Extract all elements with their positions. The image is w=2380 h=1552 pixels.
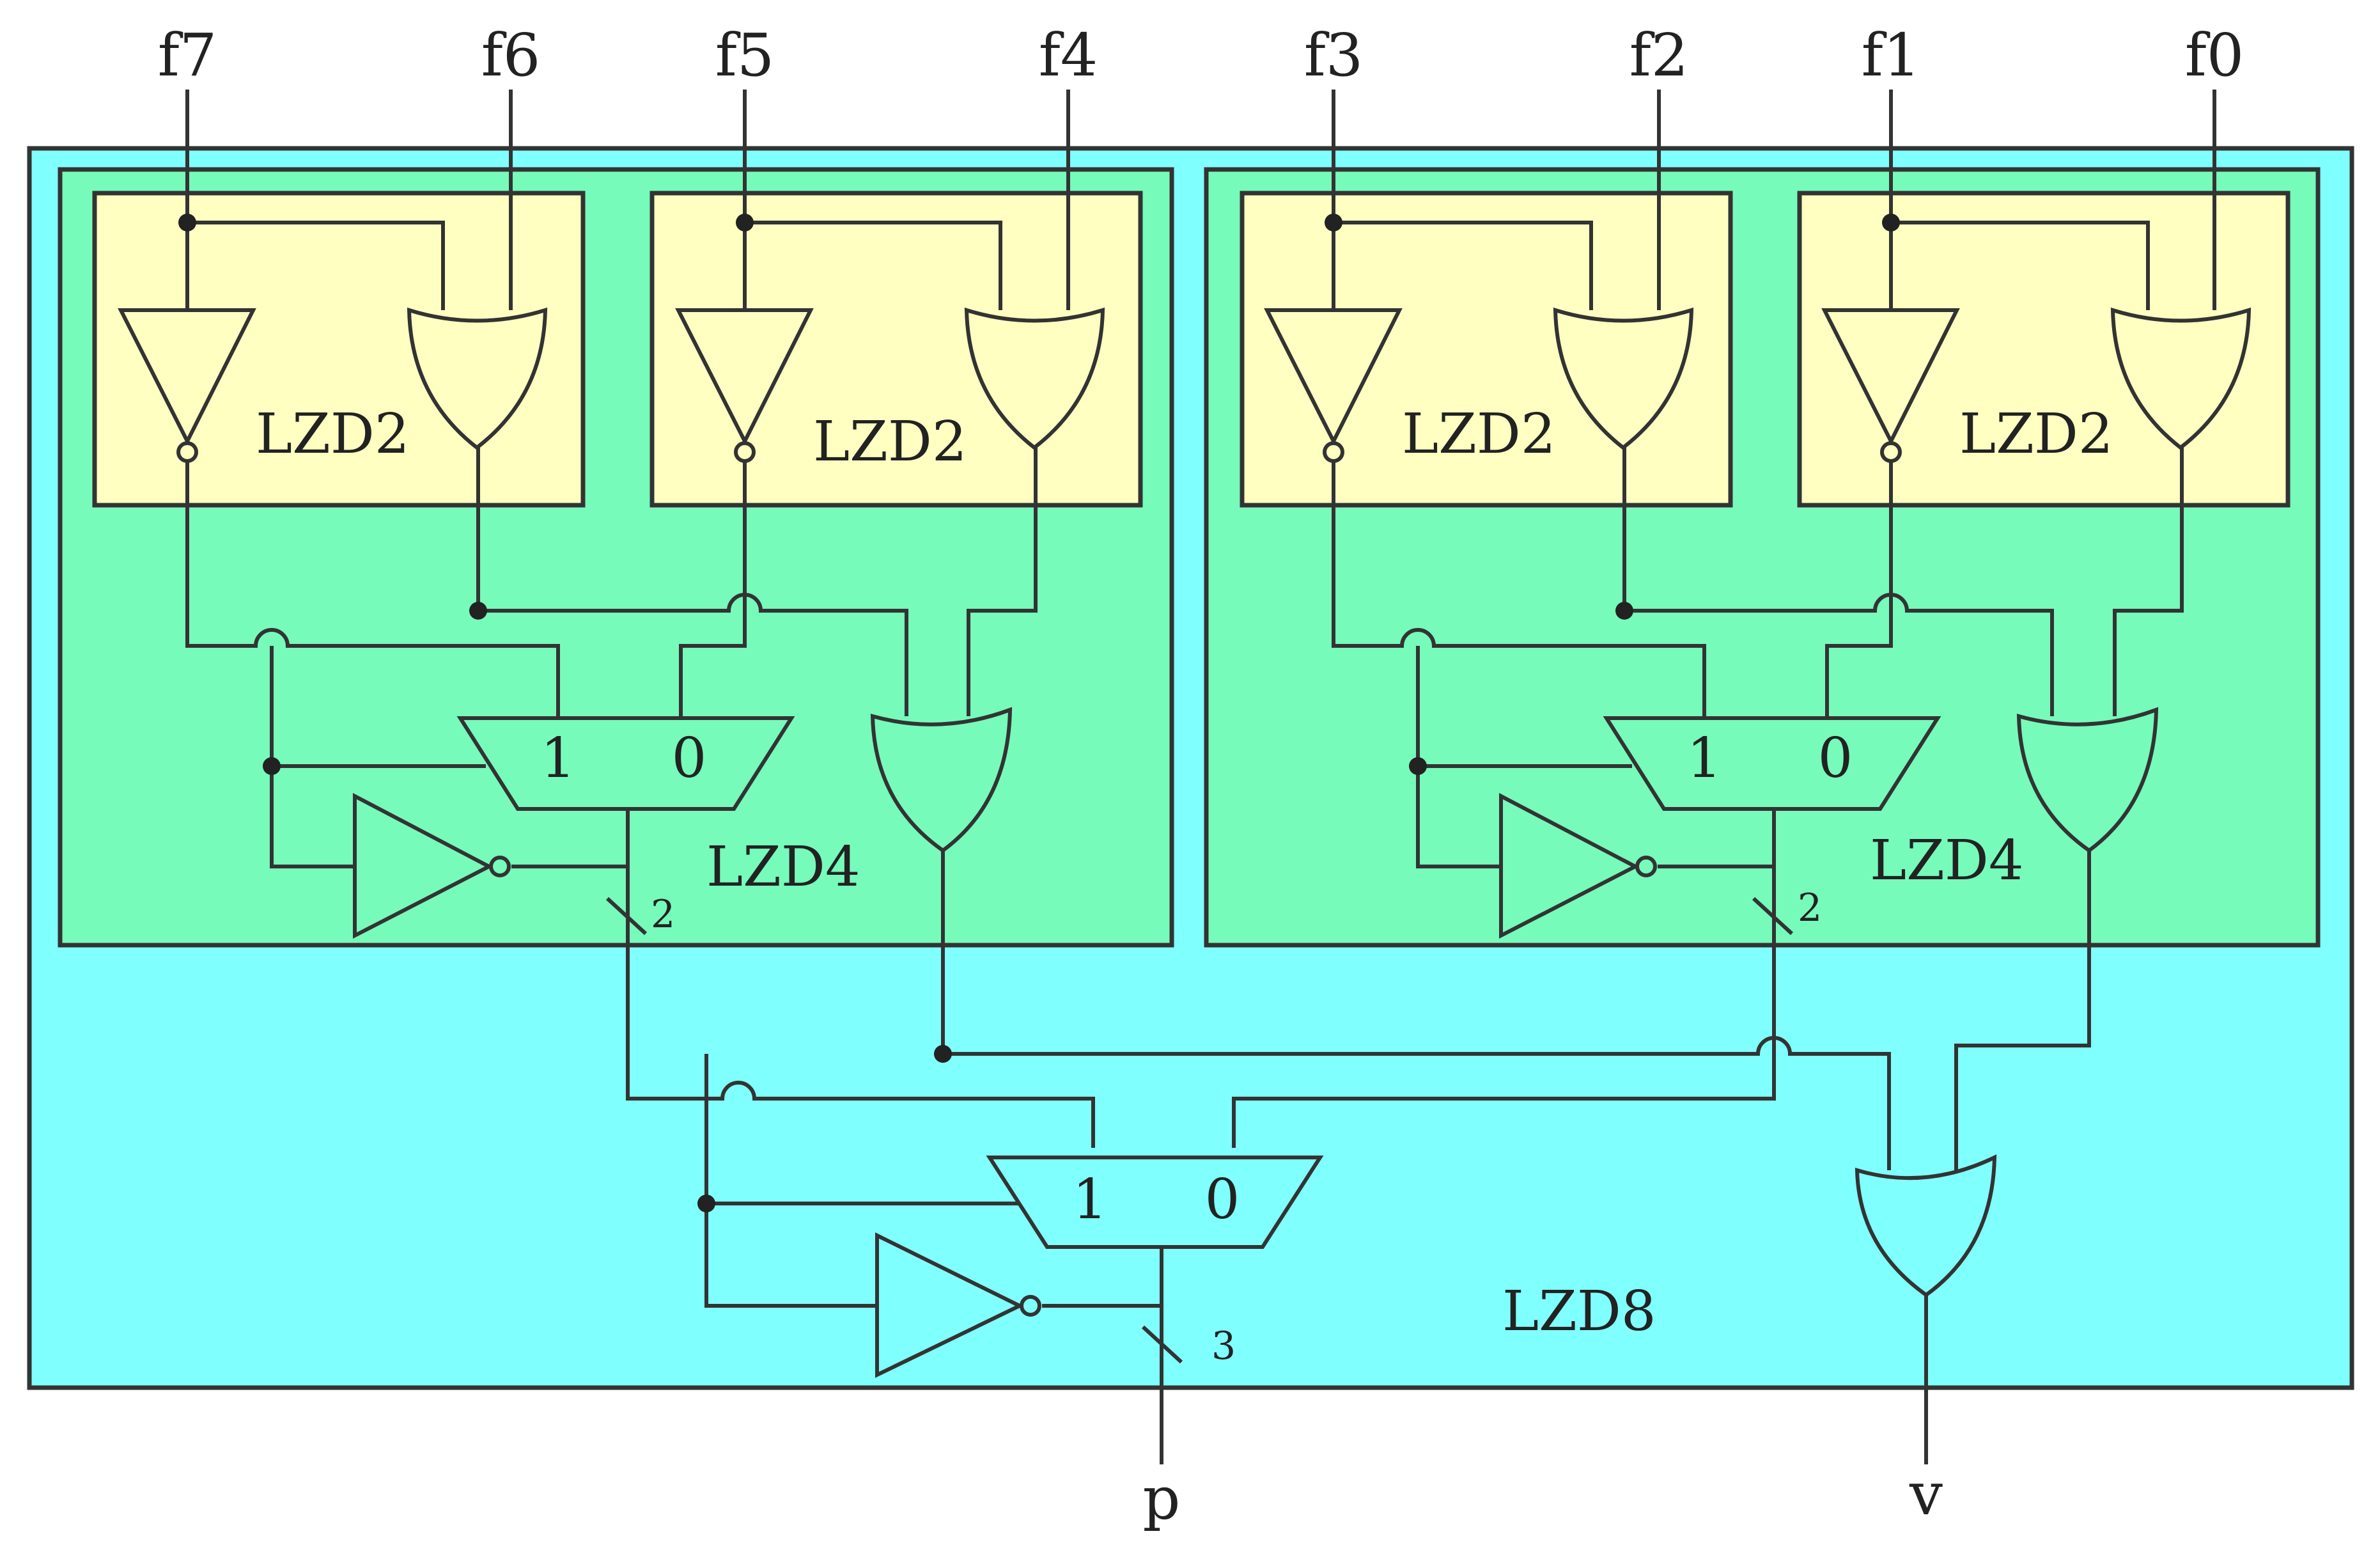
- or-gate-f3-f2: [1553, 307, 1694, 450]
- mux-lzd8-in0: 0: [1205, 1168, 1240, 1232]
- mux-lzd4-right-in1: 1: [1687, 726, 1722, 790]
- output-labels: p v: [1143, 1460, 1943, 1533]
- mux-lzd8-in1: 1: [1073, 1168, 1108, 1232]
- input-label-f7: f7: [158, 21, 217, 90]
- not-gate-f1: [1821, 308, 1960, 446]
- input-label-f4: f4: [1039, 21, 1098, 90]
- bus-width-labels: 2 2 3: [651, 886, 1822, 1368]
- or-gate-lzd4-left: [870, 707, 1013, 853]
- not-gate-f5: [675, 308, 814, 446]
- or-gate-f5-f4: [964, 307, 1105, 450]
- input-label-f6: f6: [481, 21, 541, 90]
- block-labels: LZD2 LZD2 LZD2 LZD2 LZD4 LZD4 LZD8: [256, 402, 2113, 1344]
- input-labels: f7 f6 f5 f4 f3 f2 f1 f0: [158, 21, 2244, 90]
- mux-lzd4-left-in1: 1: [541, 726, 576, 790]
- mux-lzd4-left: [456, 716, 795, 811]
- input-label-f3: f3: [1304, 21, 1364, 90]
- mux-lzd4-right-in0: 0: [1818, 726, 1853, 790]
- lzd4-right-circuit: [1232, 90, 2252, 1170]
- mux-input-labels: 1 0 1 0 1 0: [541, 726, 1853, 1232]
- lzd2-label-4: LZD2: [1959, 402, 2113, 466]
- not-gate-lzd8: [875, 1232, 1024, 1378]
- mux-lzd8: [986, 1156, 1324, 1249]
- bus-width-lzd4-right: 2: [1798, 886, 1822, 930]
- or-gate-lzd4-right: [2016, 707, 2159, 853]
- lzd4-label-left: LZD4: [706, 835, 860, 899]
- bus-width-lzd8: 3: [1211, 1324, 1236, 1368]
- lzd2-label-2: LZD2: [813, 410, 967, 474]
- not-gate-f7: [118, 308, 256, 446]
- input-label-f0: f0: [2185, 21, 2244, 90]
- input-label-f5: f5: [715, 21, 775, 90]
- or-gate-f7-f6: [407, 307, 548, 450]
- not-gate-f3: [1264, 308, 1403, 446]
- or-gate-f1-f0: [2110, 307, 2252, 450]
- mux-lzd4-left-in0: 0: [672, 726, 707, 790]
- input-label-f1: f1: [1862, 21, 1921, 90]
- lzd2-label-3: LZD2: [1402, 402, 1556, 466]
- lzd8-label: LZD8: [1502, 1280, 1656, 1344]
- not-gate-lzd4-left: [353, 793, 494, 939]
- lzd8-circuit: [697, 1054, 1997, 1464]
- lzd4-label-right: LZD4: [1870, 829, 2024, 893]
- input-label-f2: f2: [1629, 21, 1689, 90]
- bus-width-lzd4-left: 2: [651, 892, 675, 937]
- output-label-v: v: [1909, 1460, 1943, 1528]
- lzd4-left-circuit: [118, 90, 1891, 1170]
- not-gate-lzd4-right: [1499, 793, 1640, 939]
- output-label-p: p: [1143, 1464, 1181, 1533]
- lzd2-label-1: LZD2: [256, 402, 410, 466]
- or-gate-lzd8: [1855, 1154, 1997, 1297]
- mux-lzd4-right: [1603, 716, 1941, 811]
